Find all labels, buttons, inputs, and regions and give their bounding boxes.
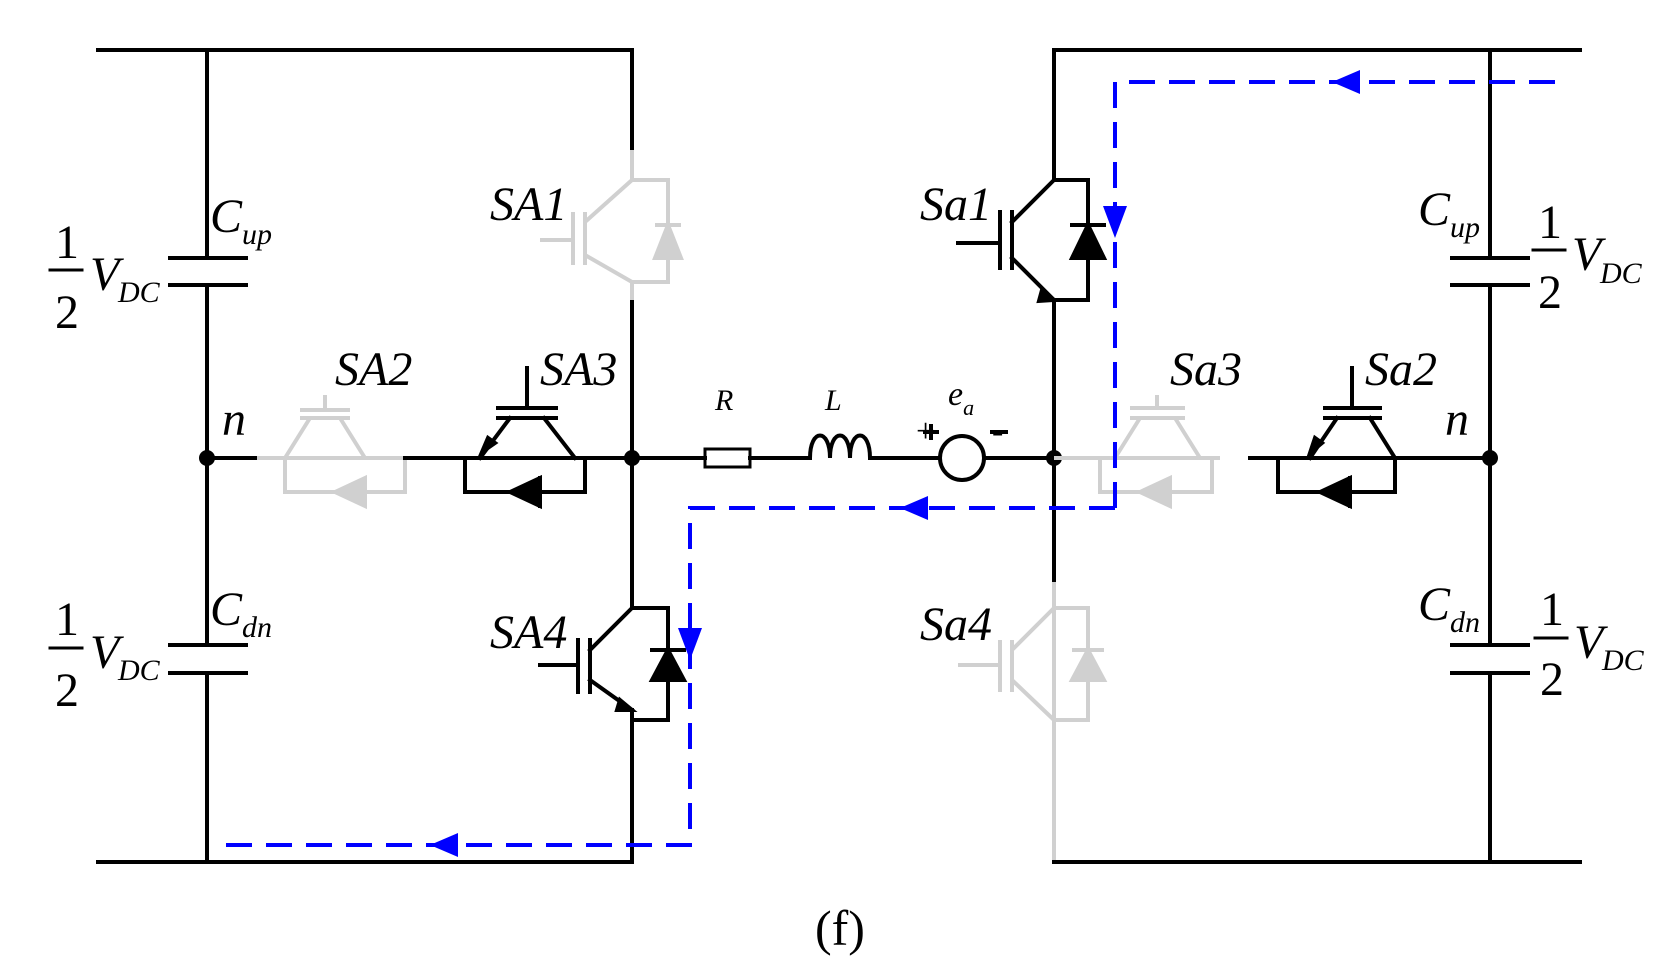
plus-label: + <box>916 413 935 450</box>
left-cap-up-label: Cup <box>210 190 272 251</box>
right-switch-sa1 <box>956 177 1108 582</box>
arrow-down-left <box>678 628 702 660</box>
left-cap-dn-label: Cdn <box>210 583 272 644</box>
svg-text:V: V <box>1572 228 1606 281</box>
arrow-mid <box>900 496 928 520</box>
svg-text:DC: DC <box>1599 257 1643 290</box>
left-cap-up <box>168 256 248 287</box>
right-cap-up-label: Cup <box>1418 183 1480 244</box>
left-vdc-dn-label: 1 2 V DC <box>48 593 161 717</box>
svg-text:2: 2 <box>1540 653 1564 706</box>
left-vdc-up-label: 1 2 V DC <box>48 216 161 339</box>
left-switch-sa3 <box>403 366 634 510</box>
svg-text:V: V <box>90 248 124 301</box>
svg-text:V: V <box>1574 616 1608 669</box>
svg-text:2: 2 <box>1538 266 1562 319</box>
right-sa3-label: Sa3 <box>1170 343 1242 396</box>
svg-text:DC: DC <box>117 276 161 309</box>
svg-text:1: 1 <box>1540 583 1564 636</box>
resistor-label: R <box>714 384 733 417</box>
right-cap-up <box>1450 256 1530 287</box>
left-sa4-label: SA4 <box>490 606 567 659</box>
plus-sign <box>923 424 939 440</box>
right-top-rail <box>1052 48 1582 182</box>
svg-text:2: 2 <box>55 286 79 339</box>
arrow-top <box>1332 70 1360 94</box>
left-switch-sa1 <box>540 150 684 302</box>
right-vdc-dn-label: 1 2 V DC <box>1533 583 1645 706</box>
svg-text:V: V <box>90 626 124 679</box>
right-cap-dn <box>1450 643 1530 675</box>
resistor <box>703 447 752 469</box>
right-sa4-label: Sa4 <box>920 598 992 651</box>
svg-text:1: 1 <box>55 593 79 646</box>
figure-label: (f) <box>815 900 865 956</box>
right-switch-sa2 <box>1248 366 1492 510</box>
svg-text:DC: DC <box>117 654 161 687</box>
left-switch-sa2 <box>255 395 407 510</box>
left-switch-sa4 <box>538 598 688 724</box>
voltage-source <box>938 434 986 482</box>
inductor <box>807 433 942 461</box>
right-switch-sa4 <box>958 606 1108 722</box>
left-top-rail <box>96 48 634 152</box>
right-sa2-label: Sa2 <box>1365 343 1437 396</box>
right-switch-sa3 <box>1054 395 1220 510</box>
arrow-bottom <box>430 833 458 857</box>
left-converter <box>96 48 688 864</box>
svg-text:1: 1 <box>1538 196 1562 249</box>
inductor-label: L <box>824 384 842 417</box>
left-sa2-label: SA2 <box>335 343 412 396</box>
minus-label: - <box>992 413 1003 450</box>
right-vdc-up-label: 1 2 V DC <box>1531 196 1643 319</box>
right-node-label: n <box>1445 393 1469 446</box>
left-bottom-rail <box>96 720 634 864</box>
svg-text:2: 2 <box>55 664 79 717</box>
arrow-down-right <box>1103 206 1127 238</box>
left-node-label: n <box>222 393 246 446</box>
load-branch <box>630 424 1056 482</box>
current-path <box>220 70 1555 857</box>
current-path-top <box>1113 80 1555 508</box>
left-sa1-label: SA1 <box>490 178 567 231</box>
svg-text:1: 1 <box>55 216 79 269</box>
right-sa1-label: Sa1 <box>920 178 992 231</box>
source-label: ea <box>948 376 974 420</box>
left-sa3-label: SA3 <box>540 343 617 396</box>
left-cap-dn <box>168 643 248 675</box>
svg-text:DC: DC <box>1601 644 1645 677</box>
right-cap-dn-label: Cdn <box>1418 578 1480 639</box>
right-converter <box>956 48 1582 864</box>
